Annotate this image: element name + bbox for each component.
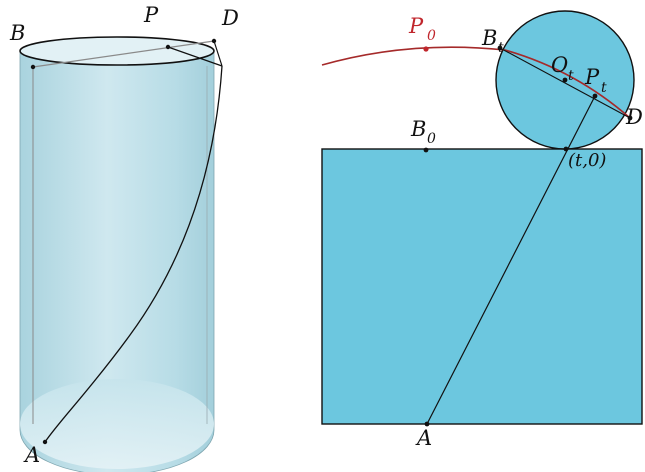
point-pt-dot: [592, 93, 598, 99]
label-b: B: [9, 21, 25, 45]
unrolled-figure: P 0 B t O t P t D B 0 (t,0) A: [321, 10, 643, 450]
label-p0-sub: 0: [427, 28, 436, 44]
point-b-dot: [30, 64, 36, 70]
point-b0-dot: [423, 147, 429, 153]
cylinder-base: [20, 379, 214, 469]
helix-curve: [44, 65, 223, 443]
point-ot-dot: [562, 77, 568, 83]
label-tangent-point: (t,0): [568, 150, 606, 171]
point-a-dot: [42, 439, 48, 445]
cylinder-top: [19, 36, 215, 66]
point-p-dot: [165, 44, 171, 50]
label-a: A: [23, 443, 40, 467]
trajectory-curve: [321, 46, 631, 119]
label-b0-sub: 0: [427, 131, 436, 147]
cylinder-figure: B P D A: [9, 3, 239, 472]
label-bt: B: [481, 26, 497, 50]
segment-d: [213, 40, 223, 67]
unrolled-rectangle: [321, 148, 643, 425]
segment-p: [167, 46, 223, 67]
point-tangent-dot: [563, 146, 569, 152]
point-d-dot: [627, 115, 633, 121]
label-d: D: [221, 6, 239, 30]
label-bt-sub: t: [498, 40, 504, 56]
label-a: A: [415, 426, 432, 450]
point-a-dot: [424, 421, 430, 427]
point-d-dot: [211, 38, 217, 44]
label-ot: O: [551, 53, 568, 77]
chord-bt-d: [499, 47, 631, 119]
chord-bd: [32, 40, 215, 68]
label-d: D: [625, 105, 643, 129]
label-p: P: [143, 3, 159, 27]
label-pt: P: [584, 65, 600, 89]
label-p0: P: [408, 14, 424, 38]
label-b0: B: [410, 117, 426, 141]
label-pt-sub: t: [601, 80, 607, 96]
point-bt-dot: [497, 45, 503, 51]
point-p0-dot: [423, 46, 429, 52]
label-ot-sub: t: [568, 68, 574, 84]
